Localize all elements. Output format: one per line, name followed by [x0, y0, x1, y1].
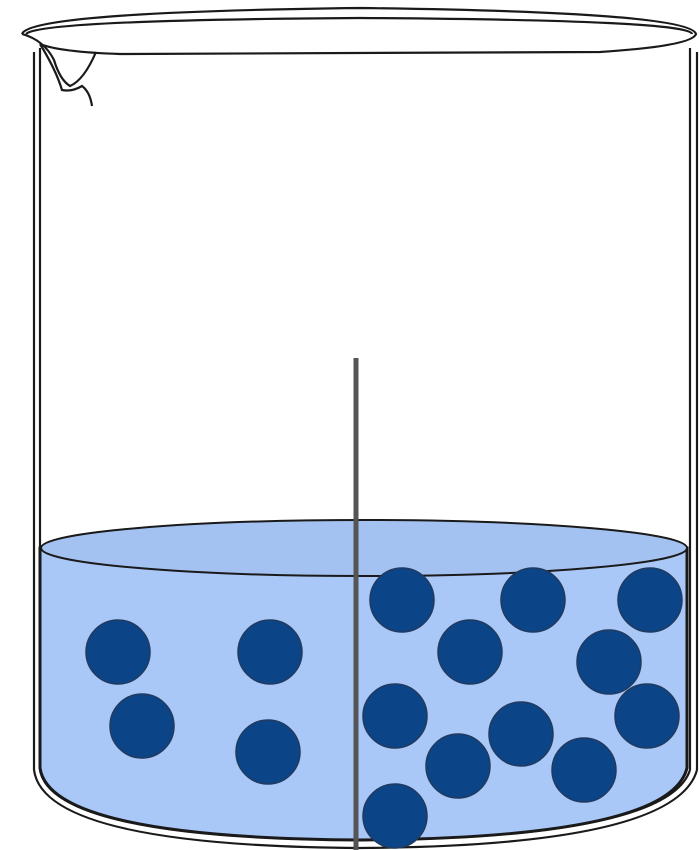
solute-particle — [615, 684, 679, 748]
solute-particle — [363, 684, 427, 748]
solute-particle — [110, 694, 174, 758]
solute-particle — [618, 568, 682, 632]
liquid-surface — [41, 520, 687, 576]
solute-particle — [552, 738, 616, 802]
solute-particle — [438, 620, 502, 684]
solute-particle — [363, 784, 427, 848]
solute-particle — [236, 720, 300, 784]
solute-particle — [370, 568, 434, 632]
solute-particle — [238, 620, 302, 684]
solute-particle — [501, 568, 565, 632]
solute-particle — [86, 620, 150, 684]
solute-particle — [426, 734, 490, 798]
solute-particle — [489, 702, 553, 766]
solute-particle — [577, 630, 641, 694]
